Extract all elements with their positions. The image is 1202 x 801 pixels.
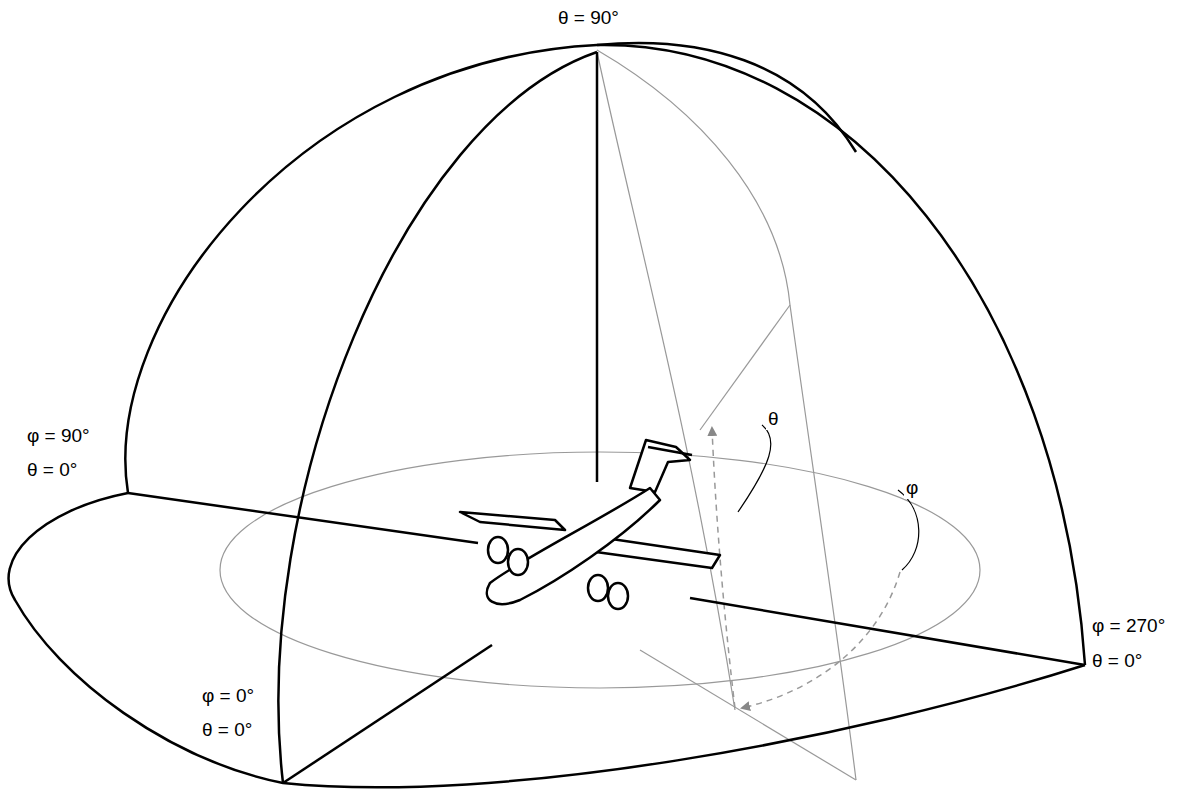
theta-symbol: θ xyxy=(766,409,781,430)
angle-label: θ = 0° xyxy=(200,720,254,741)
phi-symbol: φ xyxy=(904,478,920,499)
angle-label: φ = 0° xyxy=(200,686,256,707)
angle-label: θ = 0° xyxy=(1090,651,1144,672)
angle-label: θ = 90° xyxy=(556,8,621,29)
hemisphere-outline xyxy=(9,43,1085,787)
leader-curves xyxy=(738,425,919,570)
angle-label: φ = 90° xyxy=(25,426,92,447)
airplane-sketch xyxy=(460,440,720,609)
angle-label: φ = 270° xyxy=(1090,616,1167,637)
angle-label: θ = 0° xyxy=(25,460,79,481)
guide-lines xyxy=(220,50,980,780)
angle-arrows xyxy=(712,428,900,708)
